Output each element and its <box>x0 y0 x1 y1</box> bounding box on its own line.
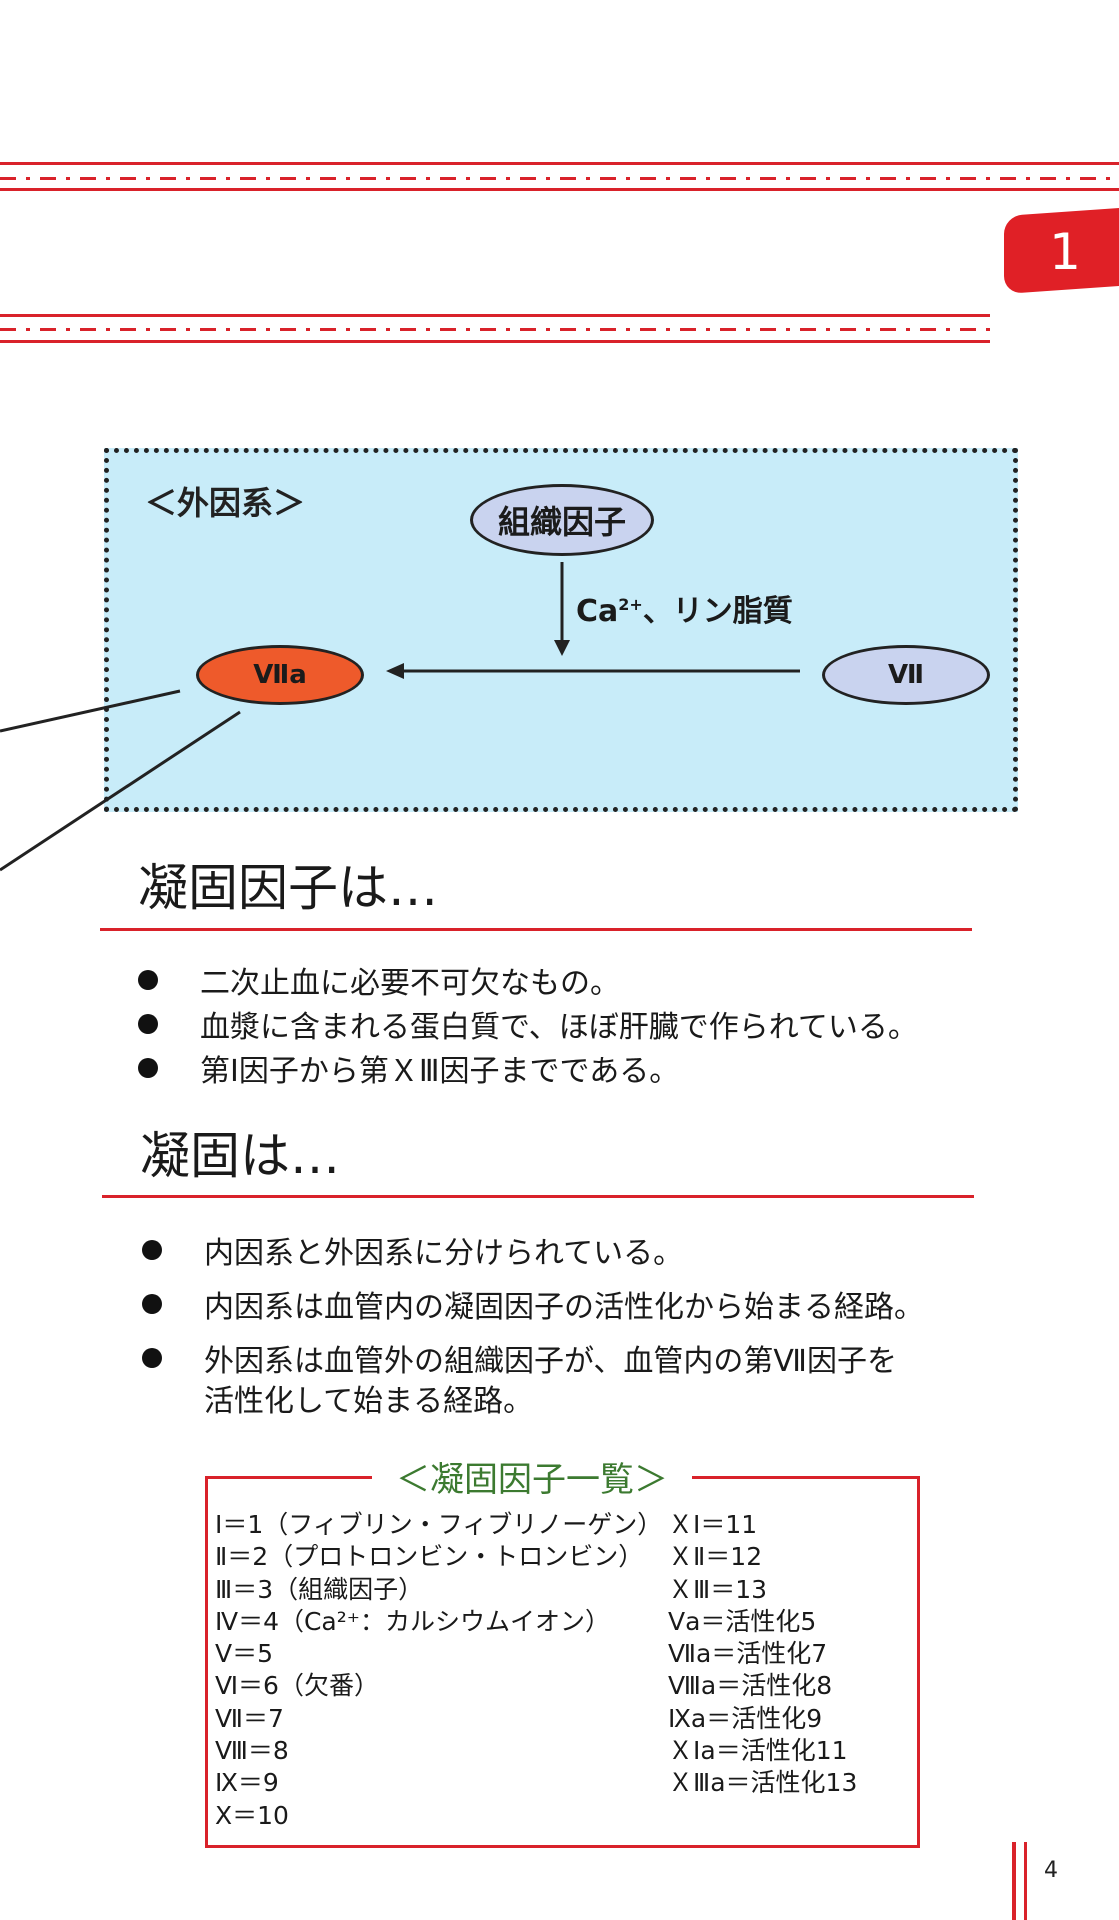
tissue-factor-node: 組織因子 <box>470 484 654 556</box>
factor-viia-node: Ⅶa <box>196 645 364 705</box>
section1-bullets: 二次止血に必要不可欠なもの。 血漿に含まれる蛋白質で、ほぼ肝臓で作られている。 … <box>138 958 918 1090</box>
section1-rule <box>100 928 972 931</box>
section1-heading: 凝固因子は… <box>138 859 438 917</box>
factor-vii-label: Ⅶ <box>887 660 925 690</box>
factor-entry: Ⅶa＝活性化7 <box>668 1639 828 1669</box>
factor-entry: Ⅸa＝活性化9 <box>668 1703 823 1733</box>
diagram-title: ＜外因系＞ <box>145 484 306 522</box>
top-band-line <box>0 188 1119 191</box>
section2-rule <box>102 1195 974 1198</box>
chapter-number: 1 <box>1049 223 1081 281</box>
page-number: 4 <box>1044 1858 1058 1883</box>
bullet-item: 内因系と外因系に分けられている。 <box>142 1228 924 1282</box>
bullet-continuation: 活性化して始まる経路。 <box>204 1384 534 1419</box>
factor-entry: Ⅳ＝4（Ca²⁺：カルシウムイオン） <box>215 1606 610 1636</box>
top-band-dash <box>0 177 1119 180</box>
factor-entry: Ⅲ＝3（組織因子） <box>215 1574 424 1604</box>
cofactor-superscript: 2+ <box>618 595 643 614</box>
factor-viia-label: Ⅶa <box>253 660 307 690</box>
cofactor-label: Ca2+、リン脂質 <box>576 586 793 630</box>
factor-vii-node: Ⅶ <box>822 645 990 705</box>
connector-line <box>0 710 241 872</box>
factor-entry: ＸⅢa＝活性化13 <box>668 1768 858 1798</box>
mid-band-dash <box>0 328 990 331</box>
page-marker-bar <box>1024 1842 1027 1920</box>
section2-heading: 凝固は… <box>140 1127 340 1185</box>
factor-entry: ＸⅠ＝11 <box>668 1510 758 1539</box>
factor-entry: Ⅸ＝9 <box>215 1768 279 1798</box>
tissue-factor-label: 組織因子 <box>497 503 626 541</box>
cofactor-prefix: Ca <box>576 594 619 629</box>
factor-entry: ＸⅢ＝13 <box>668 1574 768 1604</box>
factor-entry: Ⅷa＝活性化8 <box>668 1671 833 1701</box>
factor-entry: Ⅷ＝8 <box>215 1736 289 1766</box>
activation-arrow-head <box>386 663 404 679</box>
factor-list-title: ＜凝固因子一覧＞ <box>372 1452 692 1501</box>
tissue-arrow-head <box>554 640 570 656</box>
factor-list-left: Ⅰ＝1（フィブリン・フィブリノーゲン） Ⅱ＝2（プロトロンビン・トロンビン） Ⅲ… <box>215 1509 662 1832</box>
bullet-item: 血漿に含まれる蛋白質で、ほぼ肝臓で作られている。 <box>138 1002 918 1046</box>
factor-entry: Ⅴ＝5 <box>215 1639 274 1669</box>
connector-line <box>0 689 181 733</box>
factor-entry: Ⅵ＝6（欠番） <box>215 1671 379 1701</box>
cofactor-suffix: 、リン脂質 <box>642 594 793 629</box>
mid-band-line <box>0 340 990 343</box>
section2-bullets: 内因系と外因系に分けられている。 内因系は血管内の凝固因子の活性化から始まる経路… <box>142 1228 924 1379</box>
factor-entry: Ⅴa＝活性化5 <box>668 1606 817 1636</box>
bullet-item: 第Ⅰ因子から第ＸⅢ因子までである。 <box>138 1046 918 1090</box>
factor-entry: Ⅶ＝7 <box>215 1703 284 1733</box>
top-band-line <box>0 162 1119 165</box>
factor-entry: ＸⅠa＝活性化11 <box>668 1736 848 1766</box>
factor-list-right: ＸⅠ＝11 ＸⅡ＝12 ＸⅢ＝13 Ⅴa＝活性化5 Ⅶa＝活性化7 Ⅷa＝活性化… <box>668 1509 857 1800</box>
bullet-item: 外因系は血管外の組織因子が、血管内の第Ⅶ因子を <box>142 1336 924 1379</box>
factor-entry: Ⅱ＝2（プロトロンビン・トロンビン） <box>215 1542 644 1572</box>
factor-entry: Ⅹ＝10 <box>215 1800 289 1830</box>
factor-entry: ＸⅡ＝12 <box>668 1542 763 1572</box>
mid-band-line <box>0 314 990 317</box>
bullet-item: 二次止血に必要不可欠なもの。 <box>138 958 918 1002</box>
bullet-item: 内因系は血管内の凝固因子の活性化から始まる経路。 <box>142 1282 924 1336</box>
page-marker-bar <box>1012 1842 1016 1920</box>
factor-entry: Ⅰ＝1（フィブリン・フィブリノーゲン） <box>215 1510 663 1539</box>
